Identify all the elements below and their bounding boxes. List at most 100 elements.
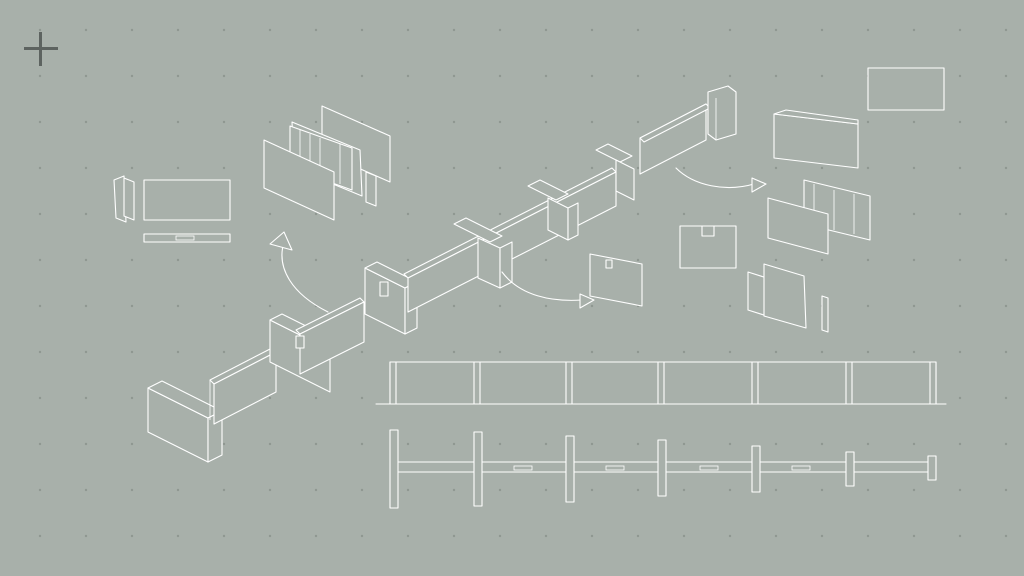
grid-dot — [84, 396, 88, 400]
grid-dot — [958, 212, 962, 216]
grid-dot — [406, 166, 410, 170]
grid-dot — [360, 120, 364, 124]
grid-dot — [866, 350, 870, 354]
grid-dot — [774, 166, 778, 170]
wall-connector-posts — [453, 143, 635, 289]
grid-dot — [268, 442, 272, 446]
grid-dot — [1004, 304, 1008, 308]
grid-dot — [498, 166, 502, 170]
grid-dot — [498, 442, 502, 446]
grid-dot — [84, 120, 88, 124]
grid-dot — [130, 534, 134, 538]
grid-dot — [636, 534, 640, 538]
grid-dot — [682, 350, 686, 354]
grid-dot — [84, 488, 88, 492]
grid-dot — [820, 534, 824, 538]
grid-dot — [728, 350, 732, 354]
grid-dot — [866, 258, 870, 262]
grid-dot — [636, 28, 640, 32]
grid-dot — [314, 396, 318, 400]
grid-dot — [774, 488, 778, 492]
grid-dot — [452, 120, 456, 124]
grid-dot — [774, 28, 778, 32]
grid-dot — [452, 28, 456, 32]
grid-dot — [682, 488, 686, 492]
grid-dot — [360, 350, 364, 354]
grid-dot — [1004, 442, 1008, 446]
isometric-wall-assembly — [147, 85, 737, 463]
grid-dot — [774, 258, 778, 262]
grid-dot — [682, 304, 686, 308]
grid-dot — [176, 74, 180, 78]
grid-dot — [1004, 74, 1008, 78]
grid-dot — [912, 534, 916, 538]
plan-post — [751, 445, 761, 493]
grid-dot — [544, 258, 548, 262]
flat-cutout-panel-right — [679, 225, 737, 269]
grid-dot — [544, 120, 548, 124]
grid-dot — [544, 534, 548, 538]
front-elevation — [375, 361, 947, 405]
grid-dot — [1004, 258, 1008, 262]
grid-dot — [958, 488, 962, 492]
grid-dot — [84, 258, 88, 262]
grid-dot — [406, 442, 410, 446]
grid-dot — [958, 120, 962, 124]
grid-dot — [728, 488, 732, 492]
grid-dot — [360, 74, 364, 78]
grid-dot — [682, 212, 686, 216]
assembly-arrows — [269, 167, 767, 313]
grid-dot — [84, 442, 88, 446]
grid-dot — [820, 258, 824, 262]
grid-dot — [268, 258, 272, 262]
grid-dot — [176, 166, 180, 170]
grid-dot — [866, 442, 870, 446]
grid-dot — [1004, 534, 1008, 538]
grid-dot — [452, 488, 456, 492]
grid-dot — [222, 120, 226, 124]
grid-dot — [406, 488, 410, 492]
grid-dot — [728, 534, 732, 538]
grid-dot — [958, 304, 962, 308]
grid-dot — [38, 396, 42, 400]
grid-dot — [912, 212, 916, 216]
grid-dot — [636, 166, 640, 170]
grid-dot — [314, 442, 318, 446]
grid-dot — [406, 350, 410, 354]
add-plus-button[interactable] — [22, 30, 60, 68]
grid-dot — [268, 304, 272, 308]
grid-dot — [728, 212, 732, 216]
grid-dot — [268, 74, 272, 78]
grid-dot — [38, 258, 42, 262]
grid-dot — [452, 442, 456, 446]
elevation-post — [845, 361, 853, 405]
grid-dot — [452, 534, 456, 538]
grid-dot — [84, 304, 88, 308]
grid-dot — [452, 74, 456, 78]
plan-slot — [513, 465, 533, 471]
grid-dot — [268, 396, 272, 400]
grid-dot — [958, 442, 962, 446]
grid-dot — [912, 304, 916, 308]
grid-dot — [958, 396, 962, 400]
grid-dot — [360, 488, 364, 492]
grid-dot — [682, 534, 686, 538]
grid-dot — [728, 166, 732, 170]
grid-dot — [866, 28, 870, 32]
grid-dot — [130, 120, 134, 124]
grid-dot — [636, 258, 640, 262]
grid-dot — [774, 74, 778, 78]
plan-post — [927, 455, 937, 481]
grid-dot — [1004, 350, 1008, 354]
grid-dot — [590, 534, 594, 538]
exploded-panel-assembly-left — [263, 105, 391, 221]
grid-dot — [590, 488, 594, 492]
grid-dot — [498, 488, 502, 492]
grid-dot — [820, 166, 824, 170]
grid-dot — [682, 166, 686, 170]
grid-dot — [176, 488, 180, 492]
grid-dot — [728, 442, 732, 446]
grid-dot — [498, 74, 502, 78]
grid-dot — [1004, 28, 1008, 32]
grid-dot — [774, 442, 778, 446]
